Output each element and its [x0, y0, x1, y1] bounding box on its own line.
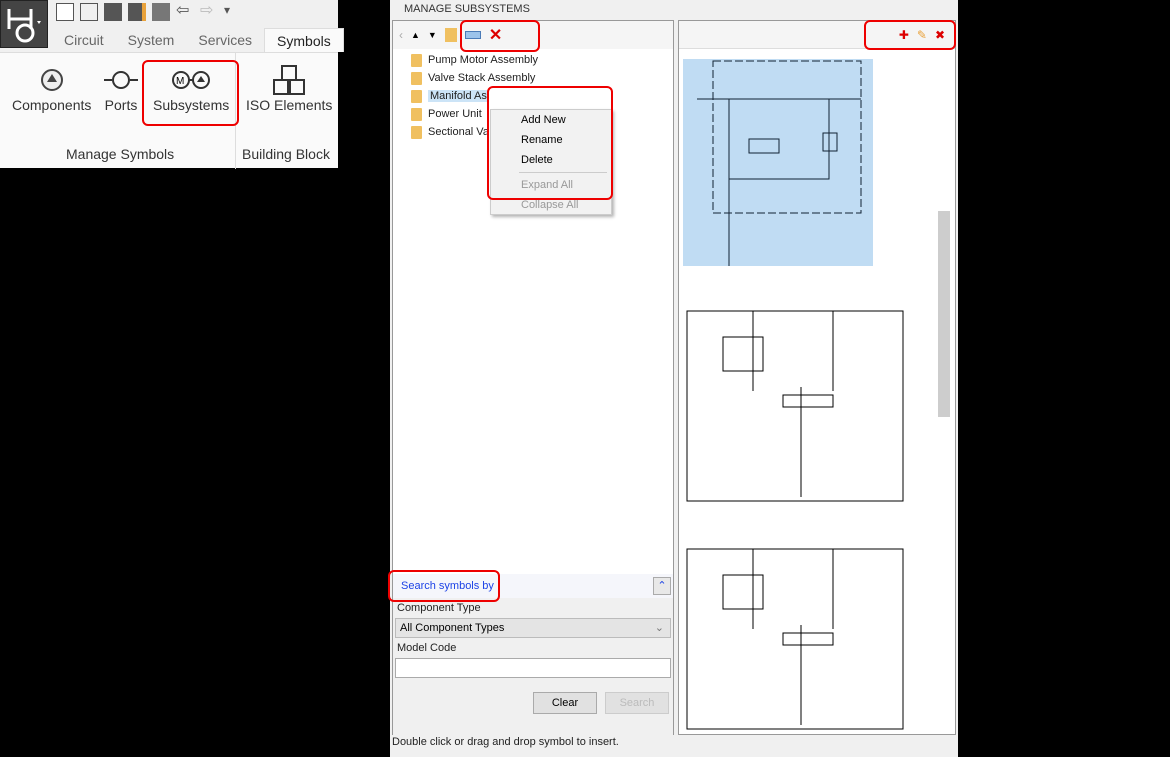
subsystem-thumbnail[interactable]	[683, 307, 905, 507]
save-as-icon[interactable]	[128, 3, 146, 21]
group-label-building-block: Building Block	[242, 146, 330, 162]
move-down-icon[interactable]: ▼	[427, 30, 437, 40]
menu-rename[interactable]: Rename	[521, 134, 563, 146]
new-icon[interactable]	[56, 3, 74, 21]
ports-label: Ports	[104, 97, 138, 113]
move-up-icon[interactable]: ▲	[411, 30, 420, 40]
menu-collapse-all[interactable]: Collapse All	[521, 199, 579, 211]
svg-text:M: M	[176, 76, 184, 87]
highlight-box	[487, 86, 613, 200]
port-icon	[104, 71, 138, 89]
iso-elements-button[interactable]: ISO Elements	[246, 63, 332, 113]
components-button[interactable]: Components	[12, 63, 91, 113]
ribbon: ⇦ ⇨ ▾ Circuit System Services Symbols Co…	[0, 0, 344, 169]
tree-item[interactable]: Sectional Va	[411, 123, 538, 141]
menu-expand-all[interactable]: Expand All	[521, 179, 573, 191]
print-icon[interactable]	[152, 3, 170, 21]
ports-button[interactable]: Ports	[104, 63, 138, 113]
search-header-label: Search symbols by	[401, 580, 494, 592]
undo-icon[interactable]: ⇦	[176, 2, 190, 19]
vertical-scrollbar[interactable]	[937, 51, 951, 727]
model-code-input[interactable]	[395, 658, 671, 678]
highlight-box	[864, 20, 956, 50]
context-menu: Add New Rename Delete Expand All Collaps…	[490, 109, 612, 215]
subsystem-icon: M	[172, 71, 211, 89]
collapse-icon[interactable]: ⌃	[653, 577, 671, 595]
scrollbar-thumb[interactable]	[938, 211, 950, 417]
subsystem-tree: Pump Motor Assembly Valve Stack Assembly…	[411, 51, 538, 141]
components-label: Components	[12, 97, 92, 113]
folder-icon	[411, 107, 422, 121]
subsystems-button[interactable]: M Subsystems	[153, 63, 229, 113]
manage-subsystems-panel: MANAGE SUBSYSTEMS ‹ ▲ ▼ ✕ Pump Motor Ass…	[388, 0, 958, 757]
highlight-box	[460, 20, 540, 52]
preview-toolbar: ✚ ✎ ✖	[679, 21, 955, 49]
tree-item-label: Power Unit	[428, 108, 482, 120]
schematic-icon	[697, 60, 862, 269]
rename-icon[interactable]	[464, 31, 481, 39]
preview-pane: ✚ ✎ ✖	[678, 20, 956, 735]
save-icon[interactable]	[104, 3, 122, 21]
open-icon[interactable]	[80, 3, 98, 21]
delete-symbol-icon[interactable]: ✖	[934, 27, 945, 42]
app-menu-button[interactable]	[0, 0, 48, 48]
highlight-box	[388, 570, 500, 602]
group-divider	[235, 53, 236, 169]
tree-toolbar: ‹ ▲ ▼ ✕	[393, 21, 673, 49]
tab-services[interactable]: Services	[198, 32, 253, 48]
subsystem-thumbnail[interactable]	[683, 545, 905, 731]
delete-icon[interactable]: ✕	[488, 27, 503, 44]
folder-icon	[411, 53, 422, 67]
menu-divider	[519, 172, 607, 173]
tree-item-label: Pump Motor Assembly	[428, 54, 539, 66]
subsystem-thumbnail-selected[interactable]	[683, 59, 873, 269]
iso-elements-icon	[273, 65, 306, 95]
app-logo-icon	[7, 9, 41, 43]
redo-icon[interactable]: ⇨	[200, 2, 214, 19]
component-type-select[interactable]: All Component Types ⌄	[395, 618, 671, 638]
component-icon	[40, 69, 63, 91]
folder-icon	[411, 125, 422, 139]
tree-item[interactable]: Power Unit	[411, 105, 538, 123]
iso-elements-label: ISO Elements	[246, 97, 333, 113]
component-type-value: All Component Types	[400, 622, 505, 634]
tab-symbols[interactable]: Symbols	[264, 28, 344, 52]
customize-icon[interactable]: ▾	[224, 3, 231, 17]
tab-system[interactable]: System	[127, 32, 175, 48]
panel-title: MANAGE SUBSYSTEMS	[404, 3, 530, 15]
chevron-down-icon: ⌄	[654, 622, 664, 634]
clear-button[interactable]: Clear	[533, 692, 597, 714]
tree-item[interactable]: Valve Stack Assembly	[411, 69, 538, 87]
schematic-icon	[686, 310, 904, 502]
tree-item-label: Valve Stack Assembly	[428, 72, 536, 84]
tree-item[interactable]: Pump Motor Assembly	[411, 51, 538, 69]
highlight-box	[142, 60, 239, 126]
component-type-label: Component Type	[397, 602, 481, 614]
tree-item-selected[interactable]: Manifold As	[411, 87, 538, 105]
back-icon[interactable]: ‹	[399, 28, 403, 42]
edit-symbol-icon[interactable]: ✎	[916, 27, 927, 42]
ribbon-body: Components Ports M Subsystems ISO Elemen…	[0, 52, 338, 169]
model-code-label: Model Code	[397, 642, 457, 654]
add-symbol-icon[interactable]: ✚	[898, 27, 909, 42]
folder-icon	[411, 71, 422, 85]
folder-icon	[411, 89, 422, 103]
search-header: Search symbols by ⌃	[393, 574, 673, 598]
search-button[interactable]: Search	[605, 692, 669, 714]
schematic-icon	[686, 548, 904, 730]
tree-item-label: Manifold As	[428, 90, 489, 102]
status-bar: Double click or drag and drop symbol to …	[392, 736, 619, 748]
tab-circuit[interactable]: Circuit	[64, 32, 104, 48]
menu-add-new[interactable]: Add New	[521, 114, 566, 126]
menu-delete[interactable]: Delete	[521, 154, 553, 166]
new-folder-icon[interactable]	[444, 28, 457, 42]
group-label-manage-symbols: Manage Symbols	[66, 146, 175, 162]
subsystems-label: Subsystems	[153, 97, 230, 113]
search-buttons: Clear Search	[533, 692, 669, 714]
quick-access-toolbar: ⇦ ⇨ ▾	[56, 2, 242, 22]
ribbon-tabs: Circuit System Services Symbols	[52, 28, 344, 52]
tree-item-label: Sectional Va	[428, 126, 489, 138]
